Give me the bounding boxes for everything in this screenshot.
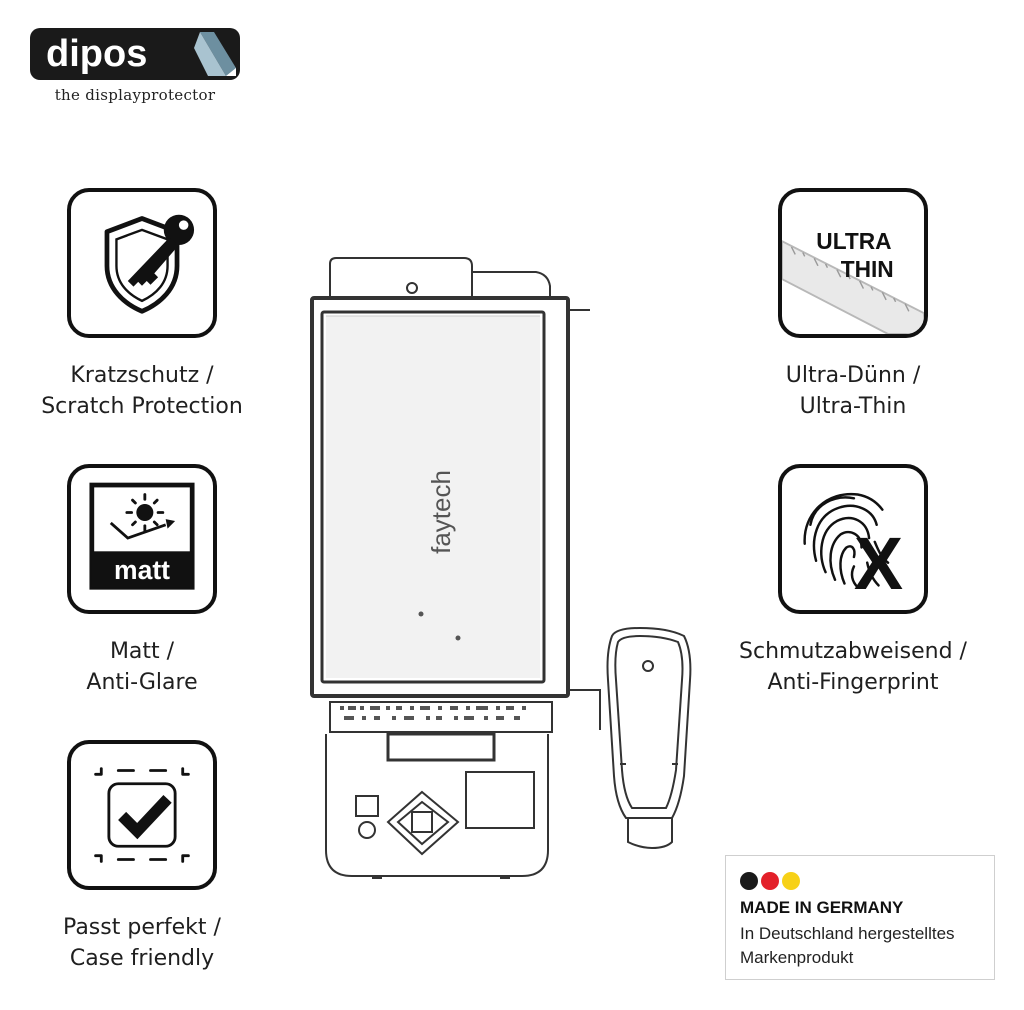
- matt-caption-line1: Matt /: [109, 639, 175, 664]
- matt-caption-line2: Anti-Glare: [86, 670, 198, 695]
- logo-tagline: the displayprotector: [54, 86, 216, 104]
- kiosk-device-illustration: faytech: [300, 250, 700, 890]
- feature-finger: X Schmutzabweisend / Anti-Fingerprint: [723, 464, 983, 698]
- logo-text: dipos: [46, 33, 147, 75]
- svg-text:X: X: [854, 522, 903, 605]
- ultra-badge-line1: ULTRA: [816, 228, 891, 254]
- made-in-germany-badge: MADE IN GERMANY In Deutschland hergestel…: [725, 855, 995, 980]
- matt-badge-text: matt: [114, 555, 170, 585]
- device-brand-label: faytech: [426, 470, 456, 554]
- feature-fit: Passt perfekt / Case friendly: [12, 740, 272, 974]
- fit-caption-line2: Case friendly: [69, 946, 215, 971]
- dipos-logo: dipos: [30, 28, 240, 80]
- flag-dot-gold: [782, 872, 800, 890]
- checkmark-frame-icon: [67, 740, 217, 890]
- germany-title: MADE IN GERMANY: [740, 898, 904, 917]
- finger-caption-line2: Anti-Fingerprint: [767, 670, 939, 695]
- feature-matt: matt Matt / Anti-Glare: [12, 464, 272, 698]
- sun-matt-icon: matt: [67, 464, 217, 614]
- ultra-caption-line1: Ultra-Dünn /: [785, 363, 921, 388]
- germany-line1: In Deutschland hergestelltes: [740, 924, 955, 943]
- scratch-caption-line2: Scratch Protection: [41, 394, 243, 419]
- finger-caption-line1: Schmutzabweisend /: [739, 639, 967, 664]
- fingerprint-x-icon: X: [778, 464, 928, 614]
- shield-key-icon: [67, 188, 217, 338]
- feature-ultra: ULTRA THIN Ultra-Dünn / Ultra-Thin: [723, 188, 983, 422]
- ultra-badge-line2: THIN: [841, 256, 894, 282]
- germany-flag-dots: [740, 872, 803, 890]
- germany-line2: Markenprodukt: [740, 948, 854, 967]
- scratch-caption-line1: Kratzschutz /: [70, 363, 214, 388]
- flag-dot-black: [740, 872, 758, 890]
- feature-scratch: Kratzschutz / Scratch Protection: [12, 188, 272, 422]
- ruler-icon: ULTRA THIN: [778, 188, 928, 338]
- logo-graphic: dipos: [30, 28, 240, 80]
- ultra-caption-line2: Ultra-Thin: [799, 394, 907, 419]
- fit-caption-line1: Passt perfekt /: [63, 915, 221, 940]
- flag-dot-red: [761, 872, 779, 890]
